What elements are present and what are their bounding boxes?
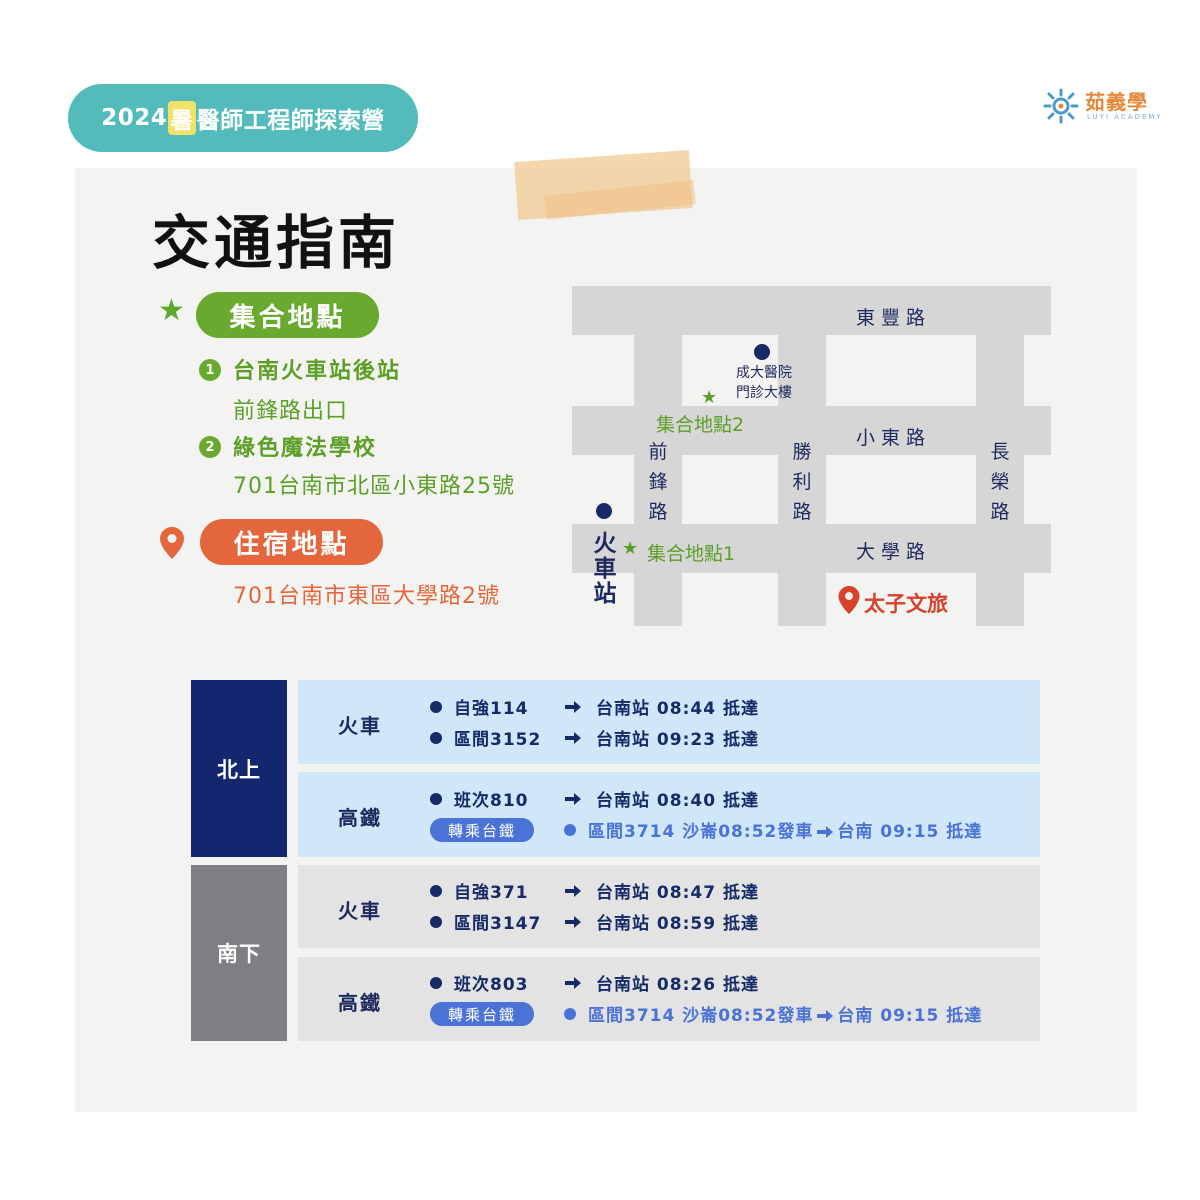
train-number: 區間3152 [454, 730, 542, 750]
arrow-right-icon [565, 793, 581, 805]
hotel-pin-icon [838, 586, 860, 614]
road-shengli [778, 286, 826, 626]
train-number: 自強371 [454, 883, 529, 903]
meeting-point-1-detail: 前鋒路出口 [233, 399, 349, 424]
lodging-heading: 住宿地點 [200, 519, 383, 565]
road-changrong [976, 286, 1024, 626]
northbound-label: 北上 [191, 680, 287, 857]
bullet-icon [430, 916, 442, 928]
logo-name: 茹義學 [1085, 90, 1148, 114]
meeting-point-heading: 集合地點 [196, 292, 379, 338]
hospital-label: 成大醫院門診大樓 [736, 365, 792, 401]
meeting-point-1-map-label: 集合地點1 [647, 543, 736, 565]
logo-tagline: LUYI ACADEMY [1087, 113, 1163, 121]
transfer-badge: 轉乘台鐵 [430, 1002, 534, 1026]
location-pin-icon [160, 527, 184, 559]
train-number: 區間3147 [454, 914, 542, 934]
bullet-icon [430, 732, 442, 744]
road-label-shengli: 勝利路 [792, 441, 812, 523]
bullet-icon [564, 1008, 576, 1020]
mode-label: 高鐵 [338, 991, 382, 1015]
star-icon: ★ [158, 293, 185, 328]
south-hsr-row: 高鐵 班次803 台南站 08:26 抵達 轉乘台鐵 區間3714 沙崙08:5… [298, 957, 1040, 1041]
transfer-badge: 轉乘台鐵 [430, 818, 534, 842]
hospital-marker [754, 344, 770, 360]
arrow-right-icon [817, 826, 834, 838]
meeting-point-2-map-label: 集合地點2 [656, 414, 745, 436]
mode-label: 火車 [338, 899, 382, 923]
mode-label: 高鐵 [338, 806, 382, 830]
train-number: 班次810 [454, 791, 529, 811]
road-label-dongfeng: 東豐路 [856, 307, 932, 329]
road-label-changrong: 長榮路 [990, 441, 1010, 523]
arrow-right-icon [565, 977, 581, 989]
arrival-time: 台南站 08:44 抵達 [596, 699, 759, 719]
train-number: 班次803 [454, 975, 529, 995]
south-train-row: 火車 自強371 台南站 08:47 抵達 區間3147 台南站 08:59 抵… [298, 865, 1040, 948]
page-title: 交通指南 [152, 209, 401, 277]
road-label-xiaodong: 小東路 [856, 427, 932, 449]
lodging-address: 701台南市東區大學路2號 [233, 584, 500, 609]
camp-year: 2024 [101, 105, 168, 131]
transfer-info: 區間3714 沙崙08:52發車台南 09:15 抵達 [588, 1006, 983, 1026]
arrow-right-icon [565, 732, 581, 744]
bullet-icon [430, 793, 442, 805]
mode-label: 火車 [338, 714, 382, 738]
camp-summer-highlight: 暑 [168, 101, 196, 135]
arrival-time: 台南站 08:59 抵達 [596, 914, 759, 934]
meeting-point-1-name: 台南火車站後站 [233, 359, 402, 384]
bullet-icon [430, 701, 442, 713]
arrival-time: 台南站 09:23 抵達 [596, 730, 759, 750]
transfer-info: 區間3714 沙崙08:52發車台南 09:15 抵達 [588, 822, 983, 842]
number-badge-1: 1 [199, 359, 221, 381]
meeting-point-1-star-icon: ★ [622, 538, 639, 559]
meeting-point-2-name: 綠色魔法學校 [233, 436, 378, 461]
bullet-icon [564, 824, 576, 836]
number-badge-2: 2 [199, 436, 221, 458]
southbound-label: 南下 [191, 865, 287, 1041]
arrow-right-icon [565, 701, 581, 713]
hotel-label: 太子文旅 [864, 592, 948, 616]
arrow-right-icon [565, 885, 581, 897]
camp-name: 醫師工程師探索營 [196, 108, 385, 134]
arrival-time: 台南站 08:40 抵達 [596, 791, 759, 811]
logo-sun-icon [1043, 88, 1079, 124]
brand-logo: 茹義學 LUYI ACADEMY [1043, 86, 1168, 126]
north-train-row: 火車 自強114 台南站 08:44 抵達 區間3152 台南站 09:23 抵… [298, 680, 1040, 764]
arrow-right-icon [565, 916, 581, 928]
meeting-point-2-address: 701台南市北區小東路25號 [233, 474, 515, 499]
bullet-icon [430, 977, 442, 989]
meeting-point-2-star-icon: ★ [701, 387, 718, 408]
train-number: 自強114 [454, 699, 529, 719]
bullet-icon [430, 885, 442, 897]
arrival-time: 台南站 08:47 抵達 [596, 883, 759, 903]
road-qianfeng [634, 286, 682, 626]
road-label-qianfeng: 前鋒路 [648, 441, 668, 523]
arrow-right-icon [817, 1010, 834, 1022]
north-hsr-row: 高鐵 班次810 台南站 08:40 抵達 轉乘台鐵 區間3714 沙崙08:5… [298, 772, 1040, 857]
station-label: 火車站 [593, 531, 617, 607]
road-label-daxue: 大學路 [856, 541, 932, 563]
station-marker [596, 503, 612, 519]
arrival-time: 台南站 08:26 抵達 [596, 975, 759, 995]
